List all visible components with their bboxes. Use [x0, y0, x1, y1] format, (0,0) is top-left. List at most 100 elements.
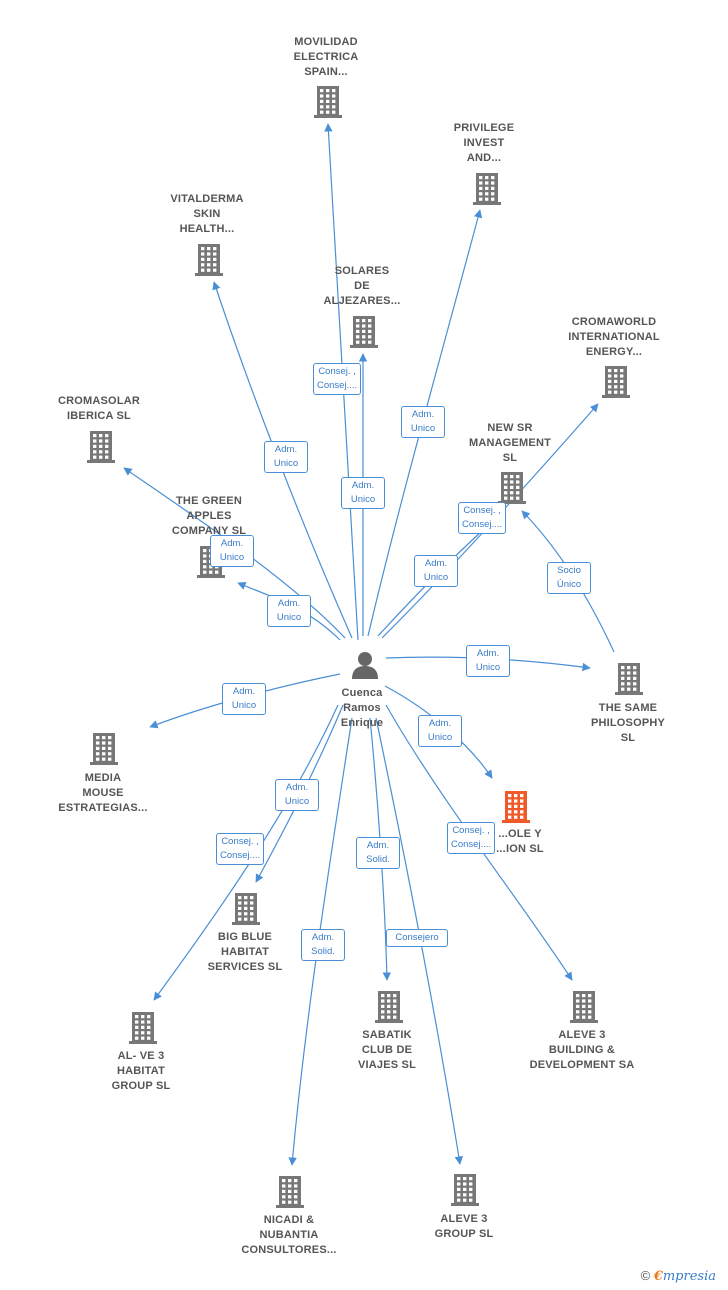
company-label-line: ALEVE 3: [558, 1029, 606, 1041]
relation-label-line: Unico: [231, 700, 257, 711]
relation-label-r_cromaworld[interactable]: Consej. ,Consej....: [458, 502, 507, 534]
edge-r_aleve3g: [375, 717, 463, 1165]
relation-label-r_sabatik[interactable]: Adm.Solid.: [356, 837, 400, 869]
building-icon-sabatik[interactable]: [375, 991, 403, 1023]
company-label-samephil[interactable]: THE SAME PHILOSOPHY SL: [553, 701, 703, 746]
building-icon-aleve3bd[interactable]: [570, 991, 598, 1023]
company-label-line: CROMASOLAR: [57, 395, 141, 407]
building-icon-nicadi[interactable]: [276, 1176, 304, 1208]
company-label-line: PHILOSOPHY: [590, 717, 666, 729]
relation-label-r_solares[interactable]: Adm. Unico: [341, 477, 385, 509]
building-icon-cromasolar[interactable]: [87, 431, 115, 463]
relation-label-r_newsr[interactable]: Adm.Unico: [414, 555, 458, 587]
relation-label-line: Adm.: [424, 558, 448, 569]
relation-label-r_aleve3bd[interactable]: Consej. ,Consej....: [447, 822, 496, 854]
company-label-line: VIAJES SL: [357, 1059, 417, 1071]
building-icon-privilege[interactable]: [473, 173, 501, 205]
relation-label-line: Unico: [350, 494, 376, 505]
logo-letter: €: [653, 1269, 663, 1284]
relation-label-line: Adm.: [428, 718, 452, 729]
company-label-line: SOLARES: [334, 265, 390, 277]
relation-label-r_greenapples[interactable]: Adm.Unico: [267, 595, 311, 627]
center-label-line: Cuenca: [341, 687, 383, 699]
company-label-line: COMPANY SL: [171, 525, 247, 537]
company-label-cromasolar[interactable]: CROMASOLAR IBERICA SL: [24, 394, 174, 424]
relation-label-line: Unico: [410, 423, 436, 434]
company-label-line: BIG BLUE: [217, 931, 273, 943]
relation-label-r_vitalderma[interactable]: Adm.Unico: [264, 441, 308, 473]
relation-label-line: Solid.: [311, 946, 335, 957]
relation-label-line: Consej. ,: [221, 836, 259, 847]
relation-label-line: Unico: [219, 552, 245, 563]
relation-label-r_cromasolar[interactable]: Adm. Unico: [210, 535, 254, 567]
company-label-line: THE SAME: [598, 702, 658, 714]
relation-label-line: Consej....: [462, 519, 503, 530]
company-label-line: IBERICA SL: [67, 410, 131, 422]
relation-label-r_movilidad[interactable]: Consej. ,Consej....: [313, 363, 362, 395]
company-label-line: DEVELOPMENT SA: [529, 1059, 635, 1071]
relation-label-r_main[interactable]: Adm.Unico: [418, 715, 462, 747]
company-label-main[interactable]: ...OLE Y...ION SL: [445, 827, 595, 857]
relation-label-line: Adm.: [411, 409, 435, 420]
empresia-logo: © €mpresia: [641, 1268, 716, 1284]
relation-label-line: Adm.: [220, 538, 244, 549]
relation-label-r_mediamouse[interactable]: Adm.Unico: [222, 683, 266, 715]
building-icon-mediamouse[interactable]: [90, 733, 118, 765]
person-icon[interactable]: [351, 650, 379, 685]
company-label-line: SL: [620, 732, 636, 744]
building-icon-newsr[interactable]: [498, 472, 526, 504]
copyright-symbol: ©: [640, 1268, 651, 1283]
relation-label-line: Adm.: [311, 932, 335, 943]
company-label-line: ELECTRICA: [293, 51, 359, 63]
building-icon-cromaworld[interactable]: [602, 366, 630, 398]
relation-label-r_samephil[interactable]: Adm.Unico: [466, 645, 510, 677]
relation-label-r_alve3[interactable]: Consej. ,Consej....: [216, 833, 265, 865]
center-label[interactable]: Cuenca Ramos Enrique: [287, 686, 437, 731]
company-label-line: MANAGEMENT: [468, 437, 552, 449]
building-icon-main[interactable]: [502, 791, 530, 823]
relation-label-r_aleve3g[interactable]: Consejero: [386, 929, 448, 947]
company-label-line: MOVILIDAD: [294, 36, 358, 48]
company-label-line: NICADI &: [263, 1214, 315, 1226]
company-label-line: HABITAT: [116, 1065, 166, 1077]
building-icon-bigblue[interactable]: [232, 893, 260, 925]
relation-label-line: Consejero: [395, 932, 439, 943]
company-label-line: ALJEZARES...: [323, 295, 401, 307]
building-icon-aleve3g[interactable]: [451, 1174, 479, 1206]
building-icon-samephil[interactable]: [615, 663, 643, 695]
center-label-line: Enrique: [340, 717, 384, 729]
relation-label-r_privilege[interactable]: Adm. Unico: [401, 406, 445, 438]
relation-label-line: Adm.: [351, 480, 375, 491]
building-icon-solares[interactable]: [350, 316, 378, 348]
company-label-line: ENERGY...: [585, 346, 643, 358]
relation-label-r_nicadi[interactable]: Adm. Solid.: [301, 929, 345, 961]
building-icon-movilidad[interactable]: [314, 86, 342, 118]
relation-label-r_bigblue[interactable]: Adm.Unico: [275, 779, 319, 811]
company-label-line: MEDIA: [84, 772, 122, 784]
building-icon-alve3[interactable]: [129, 1012, 157, 1044]
company-label-line: INTERNATIONAL: [568, 331, 660, 343]
company-label-line: THE GREEN: [176, 495, 242, 507]
relation-label-line: Adm.: [285, 782, 309, 793]
building-icon-vitalderma[interactable]: [195, 244, 223, 276]
relation-label-line: Consej. ,: [452, 825, 490, 836]
company-label-line: MOUSE: [82, 787, 124, 799]
relation-label-line: Adm.: [274, 444, 298, 455]
relation-label-line: Adm.: [476, 648, 500, 659]
